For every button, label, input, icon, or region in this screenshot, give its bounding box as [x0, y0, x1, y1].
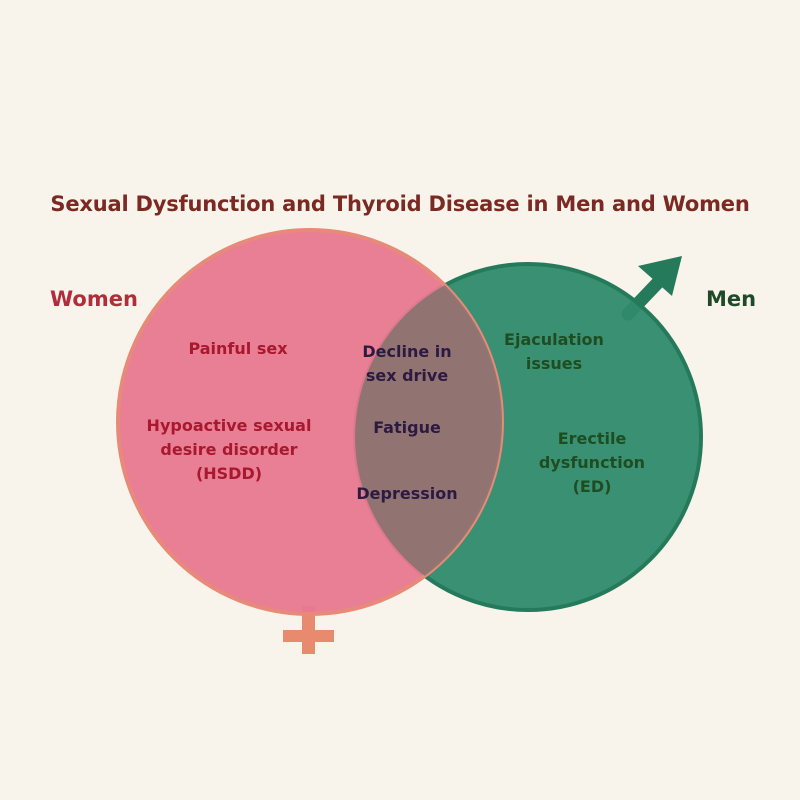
diagram-title: Sexual Dysfunction and Thyroid Disease i… [50, 192, 750, 216]
women-label: Women [50, 287, 138, 311]
women-item-painful-sex: Painful sex [188, 339, 288, 358]
female-symbol [283, 606, 334, 654]
overlap-region [355, 264, 502, 610]
men-label: Men [706, 287, 757, 311]
men-item-ejaculation: Ejaculation issues [504, 330, 604, 373]
both-item-depression: Depression [356, 484, 458, 503]
both-item-fatigue: Fatigue [373, 418, 441, 437]
women-item-hsdd: Hypoactive sexual desire disorder (HSDD) [146, 416, 312, 483]
men-item-ed: Erectile dysfunction (ED) [538, 429, 646, 496]
both-item-sex-drive: Decline in sex drive [362, 342, 452, 385]
